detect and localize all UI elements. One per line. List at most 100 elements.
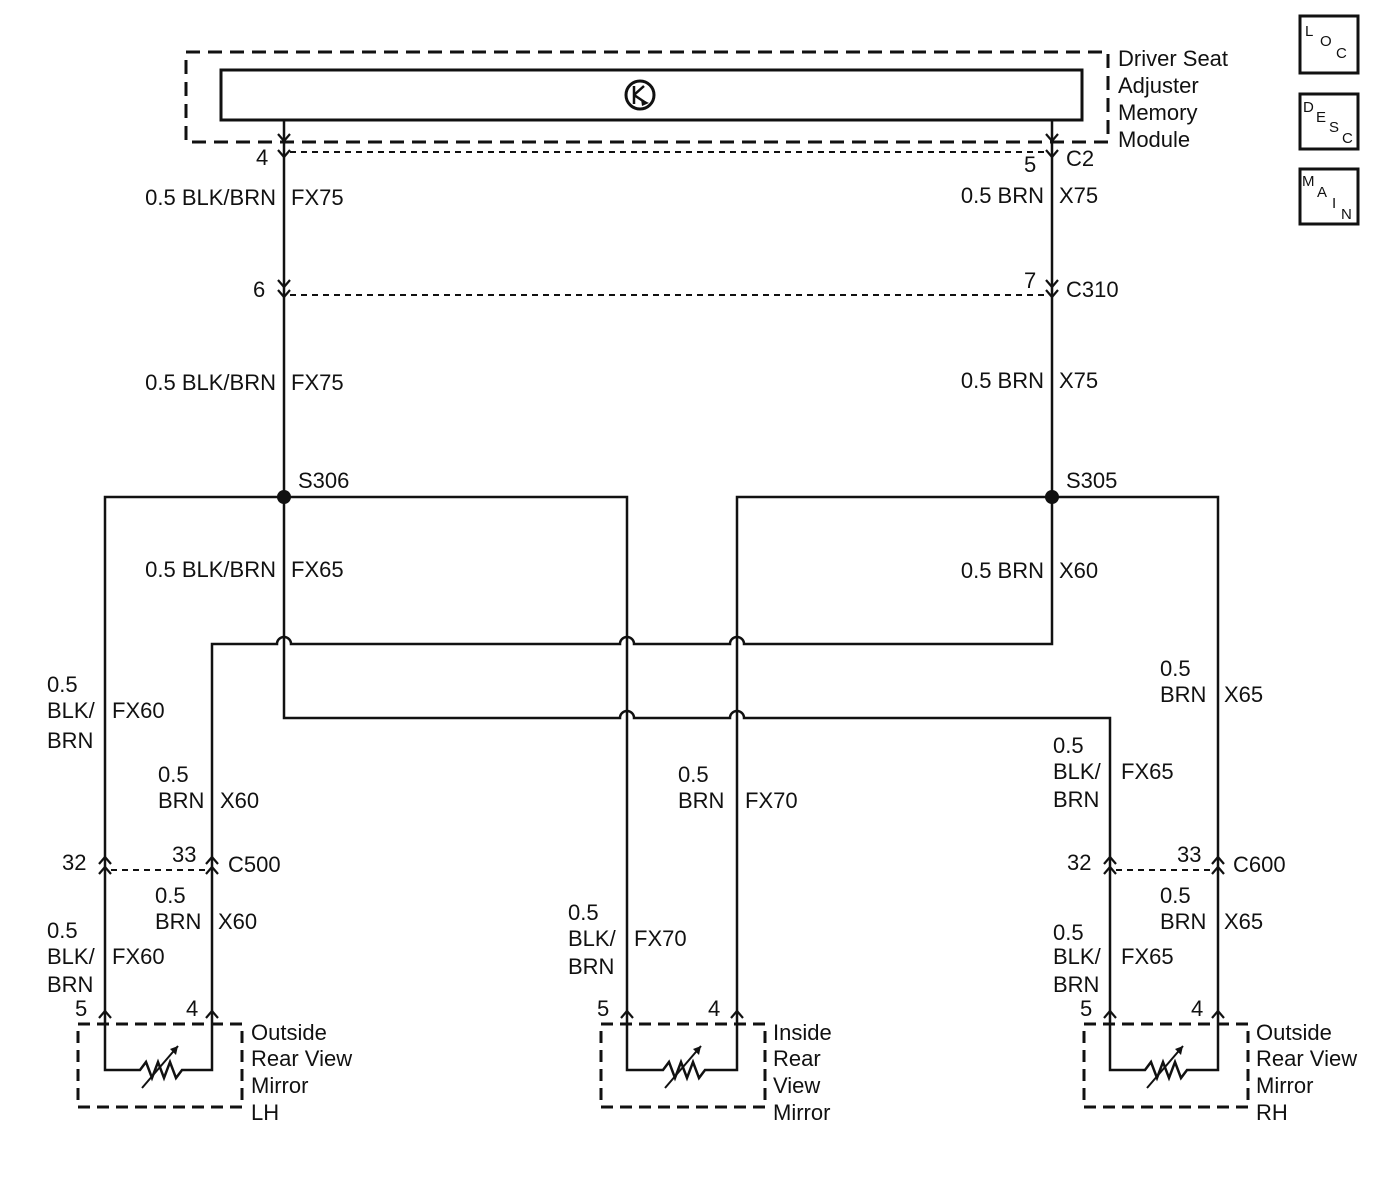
c310-pin-right: 7 <box>1024 268 1036 293</box>
lh-resistor-icon <box>103 1020 214 1082</box>
wire-labels: 0.5 BLK/BRN FX75 0.5 BRN X75 0.5 BLK/BRN… <box>47 183 1263 997</box>
lh-title-2: Rear View <box>251 1046 352 1071</box>
lh-lower-brn-gauge: 0.5 <box>155 883 186 908</box>
splice-s305-dot <box>1045 490 1059 504</box>
desc-letter-2: E <box>1316 109 1326 126</box>
rh-upper-brn-gauge: 0.5 <box>1160 656 1191 681</box>
rh-lower-blk-gauge: 0.5 <box>1053 920 1084 945</box>
lh-pin-4-icon <box>205 1009 219 1019</box>
mirror-inside-outline <box>599 1022 767 1109</box>
c500-pin-33-icon <box>205 855 219 875</box>
module-title-line-2: Adjuster <box>1118 73 1199 98</box>
wire-fx70-inside <box>284 495 629 1020</box>
lh-upper-blk-circuit: FX60 <box>112 698 165 723</box>
wire-fx60 <box>103 495 284 1020</box>
memory-module: Driver Seat Adjuster Memory Module <box>184 46 1228 152</box>
rh-lower-brn-circuit: X65 <box>1224 909 1263 934</box>
lh-lower-brn-color: BRN <box>155 909 201 934</box>
module-title-line-4: Module <box>1118 127 1190 152</box>
inside-pin-4-icon <box>730 1009 744 1019</box>
inside-pin-5-icon <box>620 1009 634 1019</box>
main-letter-4: N <box>1341 206 1352 223</box>
mirror-rh: 5 4 Outside Rear View Mirror RH <box>1080 996 1357 1125</box>
mirror-lh: 5 4 Outside Rear View Mirror LH <box>75 996 352 1125</box>
w2-right-circuit: X75 <box>1059 368 1098 393</box>
mirror-inside: 5 4 Inside Rear View Mirror <box>597 996 832 1125</box>
loc-letter-3: C <box>1336 45 1347 62</box>
lh-lower-blk-color-1: BLK/ <box>47 944 96 969</box>
inside-pin-right: 4 <box>708 996 720 1021</box>
mirror-lh-outline <box>76 1022 244 1109</box>
rh-lower-blk-color-2: BRN <box>1053 972 1099 997</box>
w2-right-color: 0.5 BRN <box>961 368 1044 393</box>
loc-button[interactable]: L O C <box>1298 14 1360 75</box>
rh-pin-left: 5 <box>1080 996 1092 1021</box>
splice-s306-label: S306 <box>298 468 349 493</box>
lh-upper-brn-color: BRN <box>158 788 204 813</box>
wire-fx65 <box>282 497 1112 1020</box>
w1-right-circuit: X75 <box>1059 183 1098 208</box>
wire-x60 <box>210 497 1054 1020</box>
lh-upper-brn-gauge: 0.5 <box>158 762 189 787</box>
lh-upper-blk-color-2: BRN <box>47 728 93 753</box>
module-pin-5-icon <box>1045 133 1059 159</box>
inside-title-3: View <box>773 1073 820 1098</box>
w3-left-circuit: FX65 <box>291 557 344 582</box>
lh-pin-5-icon <box>98 1009 112 1019</box>
rh-lower-brn-color: BRN <box>1160 909 1206 934</box>
connector-symbols <box>98 133 1225 1019</box>
wire-x65 <box>1052 495 1220 1020</box>
c500-name: C500 <box>228 852 281 877</box>
main-button[interactable]: M A I N <box>1298 167 1360 226</box>
c310-pin-7-icon <box>1045 279 1059 299</box>
rh-upper-brn-color: BRN <box>1160 682 1206 707</box>
c600-pin-right: 33 <box>1177 842 1201 867</box>
mirror-rh-outline <box>1082 1022 1250 1109</box>
inside-blk-circuit: FX70 <box>634 926 687 951</box>
rh-pin-4-icon <box>1211 1009 1225 1019</box>
inside-resistor-icon <box>625 1020 739 1082</box>
rh-title-3: Mirror <box>1256 1073 1313 1098</box>
module-pin-right: 5 <box>1024 152 1036 177</box>
c600-pin-32-icon <box>1103 855 1117 875</box>
c310-name: C310 <box>1066 277 1119 302</box>
c310-pin-left: 6 <box>253 277 265 302</box>
w2-left-color: 0.5 BLK/BRN <box>145 370 276 395</box>
inside-title-2: Rear <box>773 1046 821 1071</box>
loc-letter-1: L <box>1305 23 1313 40</box>
desc-letter-3: S <box>1329 119 1339 136</box>
rh-pin-5-icon <box>1103 1009 1117 1019</box>
w3-right-color: 0.5 BRN <box>961 558 1044 583</box>
rh-upper-blk-color-2: BRN <box>1053 787 1099 812</box>
rh-upper-blk-color-1: BLK/ <box>1053 759 1102 784</box>
inside-blk-color-1: BLK/ <box>568 926 617 951</box>
c500-pin-32-icon <box>98 855 112 875</box>
w3-right-circuit: X60 <box>1059 558 1098 583</box>
rh-title-1: Outside <box>1256 1020 1332 1045</box>
module-pin-4-icon <box>277 133 291 159</box>
c600-name: C600 <box>1233 852 1286 877</box>
rh-upper-brn-circuit: X65 <box>1224 682 1263 707</box>
splice-s306-dot <box>277 490 291 504</box>
main-letter-2: A <box>1317 184 1327 201</box>
c500-pin-right: 33 <box>172 842 196 867</box>
splice-s305-label: S305 <box>1066 468 1117 493</box>
module-connector-name: C2 <box>1066 146 1094 171</box>
lh-lower-blk-circuit: FX60 <box>112 944 165 969</box>
inside-blk-color-2: BRN <box>568 954 614 979</box>
lh-title-3: Mirror <box>251 1073 308 1098</box>
wire-fx70-brn <box>735 495 1052 1020</box>
inside-title-4: Mirror <box>773 1100 830 1125</box>
c600-pin-left: 32 <box>1067 850 1091 875</box>
lh-title-1: Outside <box>251 1020 327 1045</box>
desc-button[interactable]: D E S C <box>1298 92 1360 151</box>
c310-pin-6-icon <box>277 279 291 299</box>
module-title-line-1: Driver Seat <box>1118 46 1228 71</box>
electrostatic-discharge-icon <box>624 79 656 111</box>
module-body <box>219 68 1084 122</box>
desc-letter-1: D <box>1303 99 1314 116</box>
lh-lower-brn-circuit: X60 <box>218 909 257 934</box>
inside-variable-arrow-icon <box>664 1045 702 1089</box>
lh-upper-blk-gauge: 0.5 <box>47 672 78 697</box>
